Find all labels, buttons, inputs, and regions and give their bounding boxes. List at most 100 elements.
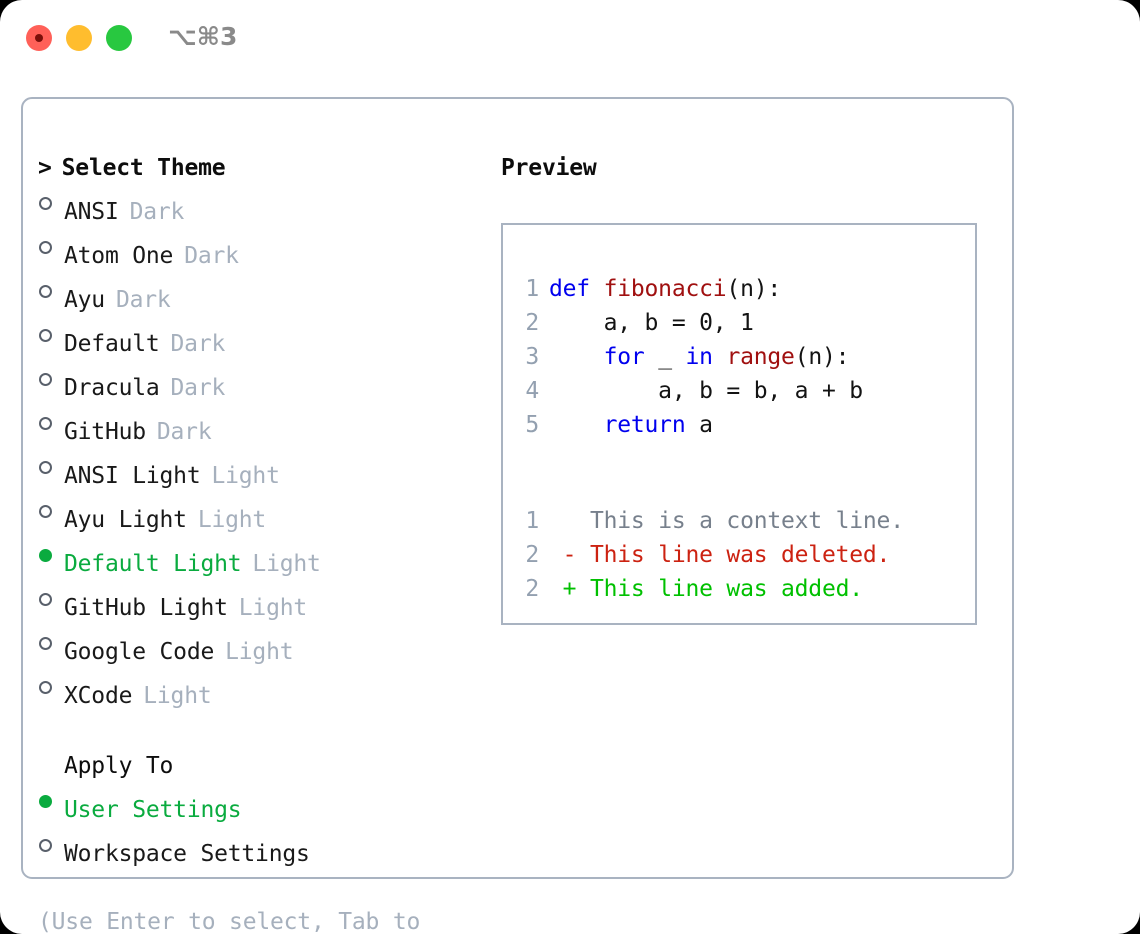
- radio-dot: [39, 637, 52, 650]
- theme-option-label: ANSI Light: [64, 463, 201, 489]
- radio-dot: [39, 549, 52, 562]
- diff-text: This is a context line.: [589, 508, 904, 534]
- code-token: [549, 412, 604, 438]
- radio-dot: [39, 417, 52, 430]
- radio-unselected-icon[interactable]: [38, 361, 64, 395]
- code-token: in: [685, 344, 713, 370]
- radio-unselected-icon[interactable]: [38, 625, 64, 659]
- close-window-button[interactable]: [26, 25, 52, 51]
- radio-dot: [39, 593, 52, 606]
- radio-unselected-icon[interactable]: [38, 185, 64, 219]
- diff-line: 1 This is a context line.: [517, 504, 967, 538]
- theme-option-tag: Light: [197, 507, 267, 533]
- radio-dot: [39, 197, 52, 210]
- diff-marker: +: [549, 576, 590, 602]
- caret-icon: >: [38, 155, 52, 181]
- theme-option-label: ANSI: [64, 199, 119, 225]
- radio-unselected-icon[interactable]: [38, 581, 64, 615]
- theme-option-ayu[interactable]: Ayu Dark: [38, 273, 493, 317]
- code-token: [713, 344, 727, 370]
- line-number: 2: [525, 542, 539, 568]
- line-number: 2: [525, 310, 539, 336]
- diff-line: 2 + This line was added.: [517, 572, 967, 606]
- line-number: 2: [525, 576, 539, 602]
- code-token: range: [726, 344, 795, 370]
- diff-marker: -: [549, 542, 590, 568]
- radio-dot: [39, 505, 52, 518]
- apply-to-option-user-settings[interactable]: User Settings: [38, 783, 493, 827]
- keyboard-hint: (Use Enter to select, Tab to change focu…: [38, 909, 421, 934]
- radio-dot: [39, 241, 52, 254]
- theme-option-xcode[interactable]: XCode Light: [38, 669, 493, 713]
- theme-option-tag: Dark: [170, 331, 226, 357]
- spacer: [38, 713, 493, 749]
- line-number: 1: [525, 508, 539, 534]
- code-token: fibonacci: [603, 276, 727, 302]
- minimize-window-button[interactable]: [66, 25, 92, 51]
- theme-option-google-code[interactable]: Google Code Light: [38, 625, 493, 669]
- code-token: (n):: [794, 344, 850, 370]
- radio-unselected-icon[interactable]: [38, 493, 64, 527]
- theme-option-tag: Light: [143, 683, 212, 709]
- code-line: 2 a, b = 0, 1: [517, 306, 967, 340]
- radio-dot: [39, 329, 52, 342]
- radio-dot: [39, 839, 52, 852]
- theme-option-label: Google Code: [64, 639, 215, 665]
- maximize-window-button[interactable]: [106, 25, 132, 51]
- theme-list-header-label: Select Theme: [61, 155, 226, 181]
- code-line: 4 a, b = b, a + b: [517, 374, 967, 408]
- radio-unselected-icon[interactable]: [38, 449, 64, 483]
- code-token: for: [603, 344, 645, 370]
- theme-option-label: XCode: [64, 683, 133, 709]
- line-number: 4: [525, 378, 539, 404]
- diff-text: This line was deleted.: [589, 542, 891, 568]
- code-token: [549, 344, 604, 370]
- theme-option-tag: Dark: [115, 287, 171, 313]
- traffic-lights: [26, 25, 132, 51]
- theme-option-tag: Light: [238, 595, 308, 621]
- theme-list-header: > Select Theme: [38, 151, 493, 185]
- radio-dot: [39, 285, 52, 298]
- theme-option-tag: Light: [252, 551, 321, 577]
- theme-option-tag: Light: [225, 639, 294, 665]
- radio-unselected-icon[interactable]: [38, 405, 64, 439]
- radio-unselected-icon[interactable]: [38, 669, 64, 703]
- line-number: 3: [525, 344, 539, 370]
- spacer: [517, 442, 967, 504]
- radio-selected-icon[interactable]: [38, 537, 64, 571]
- apply-to-option-workspace-settings[interactable]: Workspace Settings: [38, 827, 493, 871]
- theme-option-label: Ayu: [64, 287, 105, 313]
- theme-option-tag: Dark: [184, 243, 239, 269]
- theme-option-label: Dracula: [64, 375, 160, 401]
- radio-unselected-icon[interactable]: [38, 229, 64, 263]
- diff-line: 2 - This line was deleted.: [517, 538, 967, 572]
- theme-option-label: Atom One: [64, 243, 174, 269]
- radio-selected-icon[interactable]: [38, 783, 64, 817]
- apply-to-option-label: User Settings: [64, 797, 242, 823]
- radio-dot: [39, 461, 52, 474]
- theme-option-atom-one[interactable]: Atom One Dark: [38, 229, 493, 273]
- radio-unselected-icon[interactable]: [38, 827, 64, 861]
- theme-option-default[interactable]: Default Dark: [38, 317, 493, 361]
- radio-unselected-icon[interactable]: [38, 273, 64, 307]
- code-line: 3 for _ in range(n):: [517, 340, 967, 374]
- radio-unselected-icon[interactable]: [38, 317, 64, 351]
- preview-title: Preview: [501, 155, 597, 181]
- code-token: a, b = 0, 1: [549, 310, 754, 336]
- apply-to-option-label: Workspace Settings: [64, 841, 310, 867]
- keyboard-shortcut-label: ⌥⌘3: [168, 22, 238, 51]
- theme-option-label: Default: [64, 331, 160, 357]
